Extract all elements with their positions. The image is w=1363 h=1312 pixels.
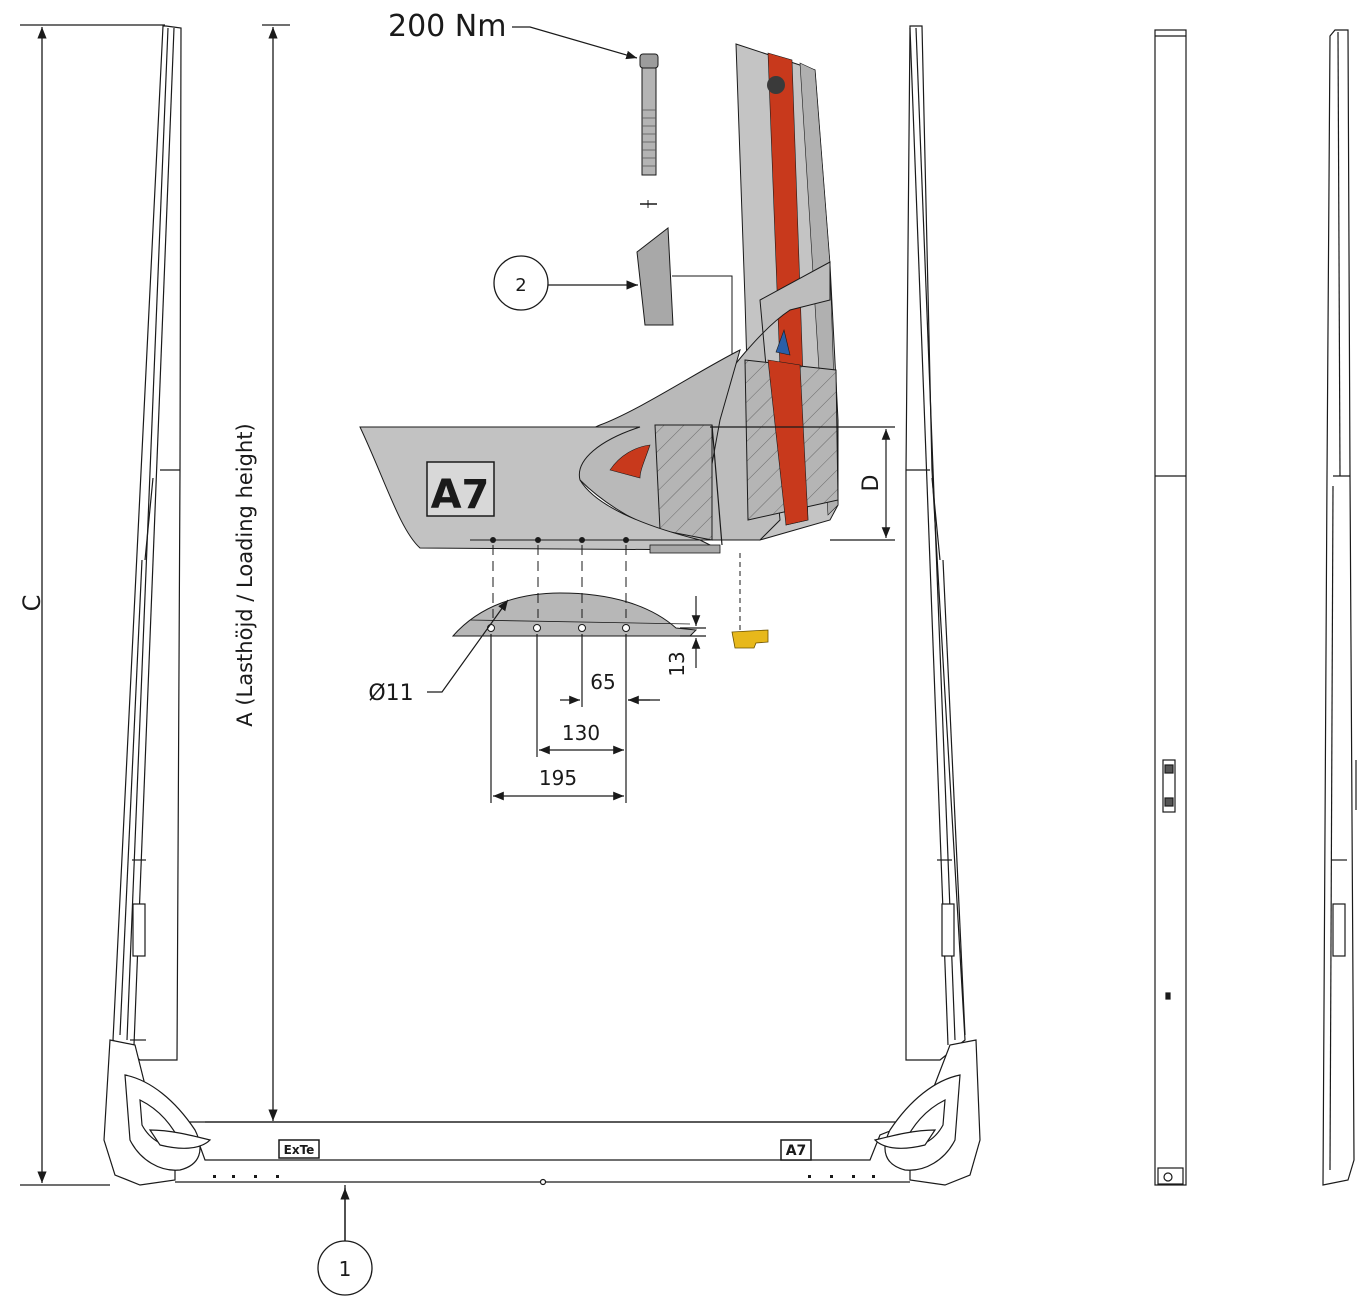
bolt — [639, 53, 659, 176]
callout-1 — [317, 1188, 373, 1296]
left-post — [112, 25, 182, 1061]
left-post-brand-label — [132, 903, 146, 957]
hole-dimensions — [427, 596, 706, 803]
pitch-195-label: 195 — [539, 766, 577, 790]
beam-model-badge — [780, 1139, 812, 1161]
bracket-body — [570, 261, 839, 546]
dimension-c-label: C — [18, 595, 46, 612]
dimension-d-label: D — [859, 475, 884, 492]
yellow-cap — [731, 553, 769, 649]
hole-diameter-label: Ø11 — [368, 681, 413, 706]
base-beam-holes — [213, 1175, 875, 1178]
pitch-130-label: 130 — [562, 721, 600, 745]
pitch-65-label: 65 — [590, 670, 615, 694]
side-view-profile — [1322, 29, 1357, 1186]
callout-1-number: 1 — [339, 1257, 352, 1281]
torque-label: 200 Nm — [388, 9, 506, 44]
right-post — [905, 25, 966, 1061]
beam-model-text: A7 — [786, 1143, 807, 1159]
base-plate — [451, 592, 698, 637]
stake-logo-icon — [767, 76, 785, 94]
right-post-brand-label — [941, 903, 955, 957]
arm-model-text: A7 — [431, 472, 490, 518]
horizontal-arm — [359, 426, 721, 554]
front-view-frame — [103, 25, 981, 1186]
beam-brand-badge — [278, 1139, 320, 1159]
dimension-d — [710, 426, 895, 541]
arm-model-badge — [426, 461, 495, 517]
dimension-a-label: A (Lasthöjd / Loading height) — [233, 423, 257, 726]
side-view-front — [1154, 29, 1187, 1186]
callout-2-number: 2 — [515, 275, 526, 296]
washer-plate — [636, 227, 674, 326]
dimension-lines — [20, 24, 346, 1242]
beam-brand-text: ExTe — [284, 1143, 315, 1157]
base-beam — [103, 1039, 981, 1186]
alignment-lines — [492, 545, 627, 618]
thickness-13-label: 13 — [665, 651, 689, 676]
